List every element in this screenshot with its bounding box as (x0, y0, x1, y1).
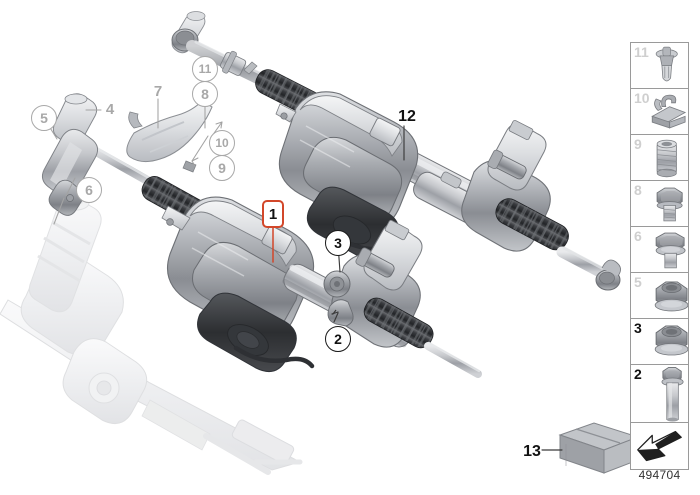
part-cell-6[interactable]: 6 (631, 227, 688, 273)
part-number-8: 8 (634, 182, 642, 198)
repair-kit-box (558, 422, 640, 474)
callout-4[interactable]: 4 (105, 100, 115, 118)
threaded-sleeve-icon (656, 139, 677, 178)
steering-angle-sensor-part (41, 93, 99, 216)
part-number-10: 10 (634, 90, 650, 106)
main-steering-rack (85, 143, 482, 378)
part-number-2: 2 (634, 366, 642, 382)
callout-8[interactable]: 8 (192, 81, 218, 107)
part-cell-11[interactable]: 11 (631, 43, 688, 89)
part-cell-direction-arrow[interactable] (631, 423, 688, 469)
hex-collar-bolt-icon (655, 232, 686, 269)
diagram-id-label: 494704 (638, 468, 681, 482)
part-cell-8[interactable]: 8 (631, 181, 688, 227)
heat-shield-plate (126, 100, 213, 173)
part-number-9: 9 (634, 136, 642, 152)
callout-13[interactable]: 13 (523, 443, 541, 460)
callout-10[interactable]: 10 (209, 130, 235, 156)
hex-flange-nut-icon (654, 281, 688, 312)
hex-flange-nut-icon (654, 325, 688, 356)
expanding-rivet-icon (655, 46, 678, 82)
part-cell-10[interactable]: 10 (631, 89, 688, 135)
part-cell-2[interactable]: 2 (631, 365, 688, 423)
part-number-6: 6 (634, 228, 642, 244)
part-number-5: 5 (634, 274, 642, 290)
part-cell-9[interactable]: 9 (631, 135, 688, 181)
callout-6[interactable]: 6 (76, 177, 102, 203)
callout-11[interactable]: 11 (192, 56, 218, 82)
callout-1-highlighted[interactable]: 1 (262, 200, 284, 228)
callout-2[interactable]: 2 (325, 326, 351, 352)
part-number-11: 11 (634, 44, 649, 60)
callout-3[interactable]: 3 (325, 230, 351, 256)
sheet-metal-clip-icon (651, 94, 687, 129)
hex-flange-bolt-icon (656, 187, 683, 222)
callout-5[interactable]: 5 (31, 105, 57, 131)
long-hex-bolt-icon (661, 366, 684, 422)
callout-9[interactable]: 9 (209, 155, 235, 181)
callout-12[interactable]: 12 (398, 108, 416, 125)
parts-legend-column: 11 10 9 (630, 42, 689, 470)
ghosted-steering-gear (0, 191, 303, 475)
direction-arrow-icon (637, 430, 682, 462)
part-number-3: 3 (634, 320, 642, 336)
part-cell-3[interactable]: 3 (631, 319, 688, 365)
callout-7[interactable]: 7 (153, 82, 163, 100)
part-cell-5[interactable]: 5 (631, 273, 688, 319)
